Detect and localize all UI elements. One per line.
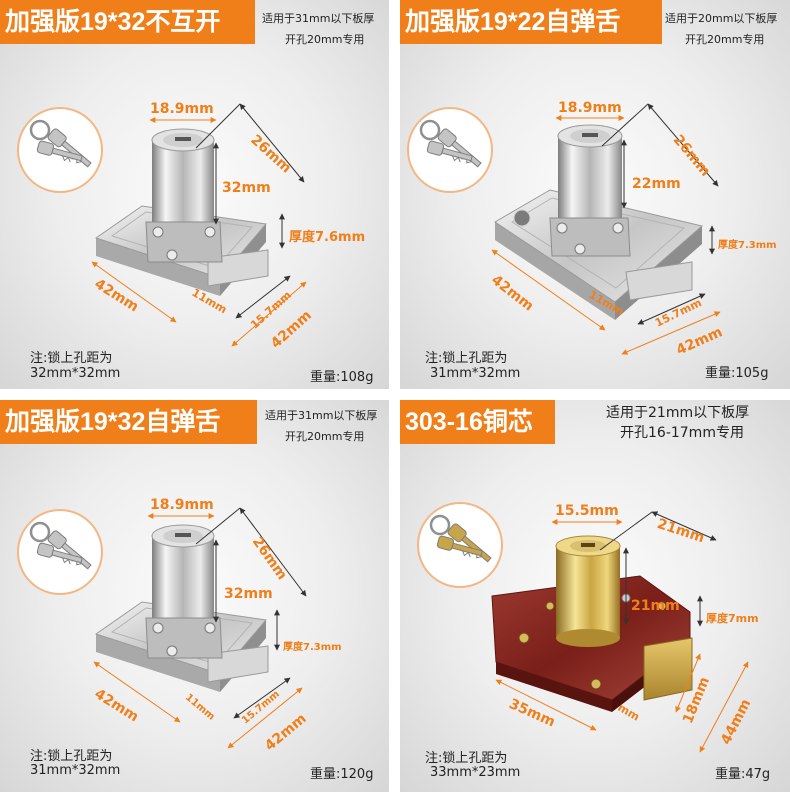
product-title: 加强版19*32不互开 bbox=[0, 0, 255, 44]
dim-cylinder-height: 21mm bbox=[631, 598, 680, 614]
dim-cylinder-diameter: 18.9mm bbox=[558, 100, 622, 116]
dim-cylinder-diameter: 15.5mm bbox=[555, 503, 619, 519]
dim-thickness: 厚度7.3mm bbox=[718, 240, 777, 251]
keys-thumbnail bbox=[406, 106, 494, 194]
product-panel-1: 加强版19*32不互开 适用于31mm以下板厚 开孔20mm专用 18.9mm … bbox=[0, 0, 389, 389]
dim-line-plate-height bbox=[231, 281, 307, 347]
lock-photo bbox=[95, 128, 269, 297]
dim-cylinder-height: 32mm bbox=[222, 180, 271, 196]
dimension-lines bbox=[93, 507, 307, 749]
dimension-lines bbox=[491, 103, 721, 355]
spec-board-thickness: 适用于20mm以下板厚 bbox=[665, 12, 778, 25]
keys-thumbnail bbox=[416, 501, 504, 589]
dim-line-plate-width bbox=[91, 261, 177, 323]
spec-hole-size: 开孔20mm专用 bbox=[685, 33, 765, 46]
product-title: 加强版19*22自弹舌 bbox=[400, 0, 662, 44]
dim-line-depth bbox=[239, 507, 307, 597]
hole-spacing-note: 注:锁上孔距为 bbox=[30, 749, 113, 764]
dim-cylinder-height: 32mm bbox=[224, 586, 273, 602]
hole-spacing-value: 31mm*32mm bbox=[430, 366, 521, 381]
leader-line bbox=[599, 511, 653, 551]
dimension-lines bbox=[495, 511, 749, 753]
keys-thumbnail bbox=[16, 508, 104, 596]
leader-line bbox=[195, 103, 241, 149]
hole-spacing-note: 注:锁上孔距为 bbox=[30, 351, 113, 366]
dim-cylinder-diameter: 18.9mm bbox=[150, 101, 214, 117]
lock-illustration bbox=[406, 103, 721, 355]
dimension-lines bbox=[91, 103, 307, 347]
weight-label: 重量:108g bbox=[310, 370, 374, 385]
dim-thickness: 厚度7.3mm bbox=[283, 642, 342, 653]
dim-thickness: 厚度7mm bbox=[706, 612, 759, 625]
dim-line-plate-width bbox=[491, 249, 606, 331]
spec-board-thickness: 适用于31mm以下板厚 bbox=[265, 409, 378, 422]
product-title: 303-16铜芯 bbox=[400, 400, 555, 444]
lock-photo bbox=[95, 524, 269, 693]
weight-label: 重量:47g bbox=[715, 767, 771, 782]
hole-spacing-value: 32mm*32mm bbox=[30, 366, 121, 381]
lock-illustration bbox=[16, 507, 307, 749]
dim-line-plate-width bbox=[495, 679, 597, 731]
dim-line-bolt-height bbox=[675, 653, 701, 713]
keys-thumbnail bbox=[16, 106, 104, 194]
hole-spacing-note: 注:锁上孔距为 bbox=[425, 751, 508, 766]
dim-line-depth bbox=[647, 103, 719, 187]
weight-label: 重量:120g bbox=[310, 767, 374, 782]
spec-hole-size: 开孔20mm专用 bbox=[285, 33, 365, 46]
dim-cylinder-height: 22mm bbox=[632, 176, 681, 192]
lock-photo bbox=[491, 535, 693, 712]
spec-board-thickness: 适用于31mm以下板厚 bbox=[262, 12, 375, 25]
dim-line-depth bbox=[239, 103, 305, 183]
product-panel-3: 加强版19*32自弹舌 适用于31mm以下板厚 开孔20mm专用 18.9mm … bbox=[0, 400, 389, 792]
spec-board-thickness: 适用于21mm以下板厚 bbox=[606, 405, 750, 421]
lock-illustration bbox=[416, 501, 749, 753]
weight-label: 重量:105g bbox=[705, 366, 769, 381]
dim-line-plate-height bbox=[699, 661, 749, 753]
dim-line-plate-width bbox=[93, 661, 181, 723]
product-panel-4: 303-16铜芯 适用于21mm以下板厚 开孔16-17mm专用 15.5mm … bbox=[400, 400, 790, 792]
hole-spacing-note: 注:锁上孔距为 bbox=[425, 351, 508, 366]
dim-line-plate-height bbox=[227, 687, 303, 749]
leader-line bbox=[601, 103, 649, 147]
leader-line bbox=[195, 507, 241, 545]
spec-hole-size: 开孔16-17mm专用 bbox=[620, 425, 744, 441]
dim-line-plate-height bbox=[621, 311, 721, 355]
spec-hole-size: 开孔20mm专用 bbox=[285, 430, 365, 443]
dim-cylinder-diameter: 18.9mm bbox=[150, 497, 214, 513]
dim-thickness: 厚度7.6mm bbox=[289, 230, 366, 245]
product-panel-2: 加强版19*22自弹舌 适用于20mm以下板厚 开孔20mm专用 18.9mm … bbox=[400, 0, 790, 389]
lock-illustration bbox=[16, 103, 307, 347]
hole-spacing-value: 33mm*23mm bbox=[430, 765, 521, 780]
dim-line-depth bbox=[651, 511, 717, 541]
product-title: 加强版19*32自弹舌 bbox=[0, 400, 257, 444]
hole-spacing-value: 31mm*32mm bbox=[30, 763, 121, 778]
